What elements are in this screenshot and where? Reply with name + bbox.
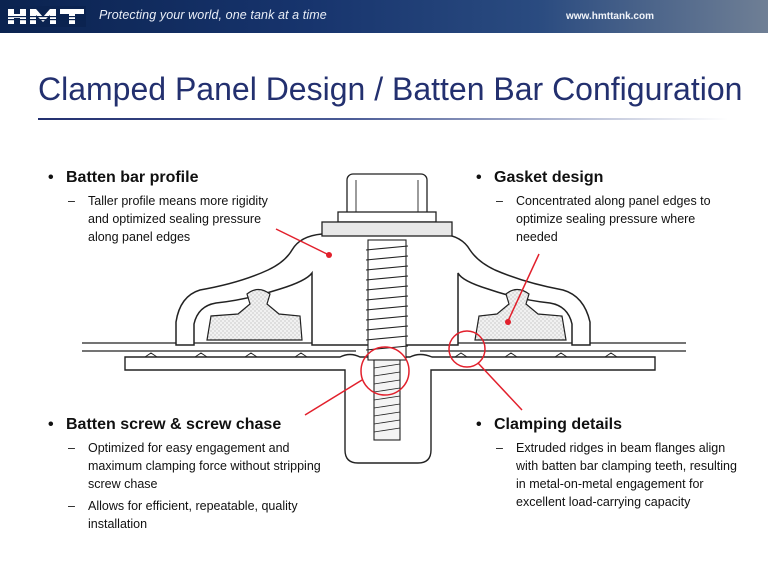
section-point: –Extruded ridges in beam flanges align w… <box>496 439 738 511</box>
section-point: –Concentrated along panel edges to optim… <box>496 192 734 246</box>
section-heading: • Clamping details <box>476 415 738 435</box>
point-text: Extruded ridges in beam flanges align wi… <box>516 441 737 509</box>
section-heading: • Gasket design <box>476 168 734 188</box>
bullet-icon: • <box>476 169 482 186</box>
section-point: –Allows for efficient, repeatable, quali… <box>68 497 328 533</box>
heading-text: Batten screw & screw chase <box>66 416 282 433</box>
section-point: –Optimized for easy engagement and maxim… <box>68 439 328 493</box>
section-clamping-details: • Clamping details –Extruded ridges in be… <box>476 415 738 511</box>
header-bar: Protecting your world, one tank at a tim… <box>0 0 768 33</box>
gaskets <box>206 288 567 341</box>
point-text: Concentrated along panel edges to optimi… <box>516 194 711 244</box>
heading-text: Batten bar profile <box>66 169 199 186</box>
hmt-logo <box>6 6 86 27</box>
point-text: Taller profile means more rigidity and o… <box>88 194 268 244</box>
heading-text: Gasket design <box>494 169 604 186</box>
dash-icon: – <box>496 441 503 455</box>
title-underline <box>38 118 728 120</box>
bolt-head <box>321 173 453 237</box>
header-tagline: Protecting your world, one tank at a tim… <box>99 8 327 22</box>
dash-icon: – <box>68 441 75 455</box>
bullet-icon: • <box>476 416 482 433</box>
panel-flanges <box>82 342 686 352</box>
header-website-link[interactable]: www.hmttank.com <box>566 11 654 22</box>
section-point: –Taller profile means more rigidity and … <box>68 192 288 246</box>
heading-text: Clamping details <box>494 416 623 433</box>
dash-icon: – <box>496 194 503 208</box>
section-heading: • Batten screw & screw chase <box>48 415 328 435</box>
dash-icon: – <box>68 499 75 513</box>
bullet-icon: • <box>48 416 54 433</box>
section-batten-bar-profile: • Batten bar profile –Taller profile mean… <box>48 168 288 246</box>
bullet-icon: • <box>48 169 54 186</box>
callouts <box>275 228 540 416</box>
callout-dots <box>326 252 511 325</box>
batten-screw <box>365 239 409 441</box>
beam-ridges <box>144 352 618 358</box>
point-text: Optimized for easy engagement and maximu… <box>88 441 321 491</box>
section-gasket-design: • Gasket design –Concentrated along panel… <box>476 168 734 246</box>
dash-icon: – <box>68 194 75 208</box>
section-batten-screw: • Batten screw & screw chase –Optimized f… <box>48 415 328 533</box>
point-text: Allows for efficient, repeatable, qualit… <box>88 499 298 531</box>
section-heading: • Batten bar profile <box>48 168 288 188</box>
slide-title: Clamped Panel Design / Batten Bar Config… <box>38 71 743 107</box>
